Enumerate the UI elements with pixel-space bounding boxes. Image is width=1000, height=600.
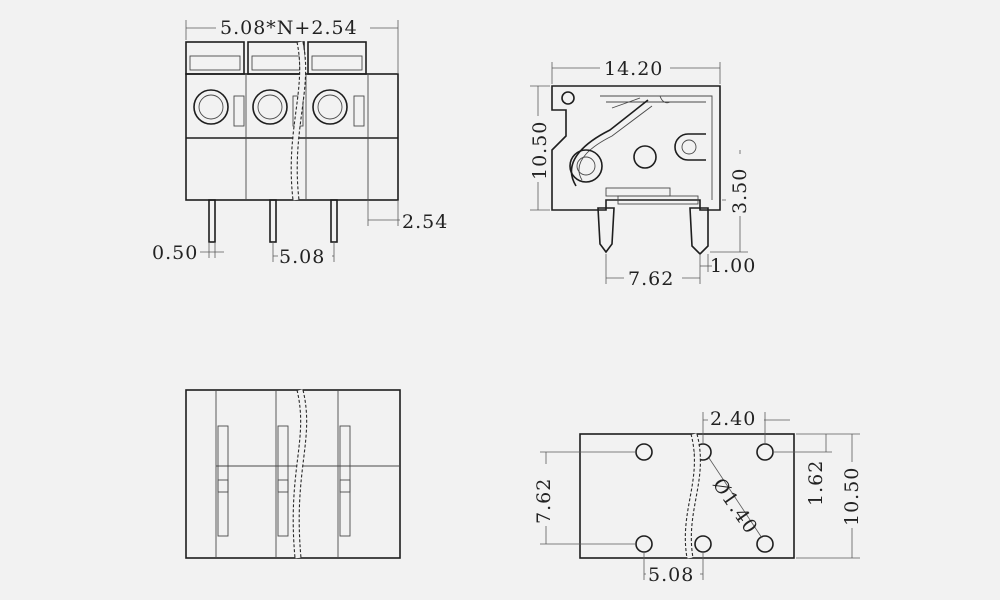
dim-pin-width: 0.50: [152, 242, 198, 264]
dim-pin-span: 7.62: [628, 268, 674, 290]
dim-top-width: 5.08*N+2.54: [220, 17, 358, 39]
dim-body-width: 14.20: [604, 58, 663, 80]
dim-pin-height: 3.50: [729, 168, 751, 214]
dim-pitch-front: 5.08: [279, 246, 325, 268]
dim-pin-thickness: 1.00: [710, 255, 756, 277]
dim-body-height: 10.50: [529, 121, 551, 180]
dim-hole-row-offset: 1.62: [805, 460, 827, 506]
side-view: [530, 62, 748, 284]
dim-hole-offset: 2.40: [710, 408, 756, 430]
dim-footprint-height: 10.50: [841, 467, 863, 526]
dim-hole-span: 7.62: [533, 478, 555, 524]
top-view: [185, 389, 401, 559]
dim-hole-diameter: Ø1.40: [708, 474, 762, 538]
dim-pitch-footprint: 5.08: [648, 564, 694, 586]
front-view: [185, 20, 400, 262]
dim-pin-offset: 2.54: [402, 211, 448, 233]
